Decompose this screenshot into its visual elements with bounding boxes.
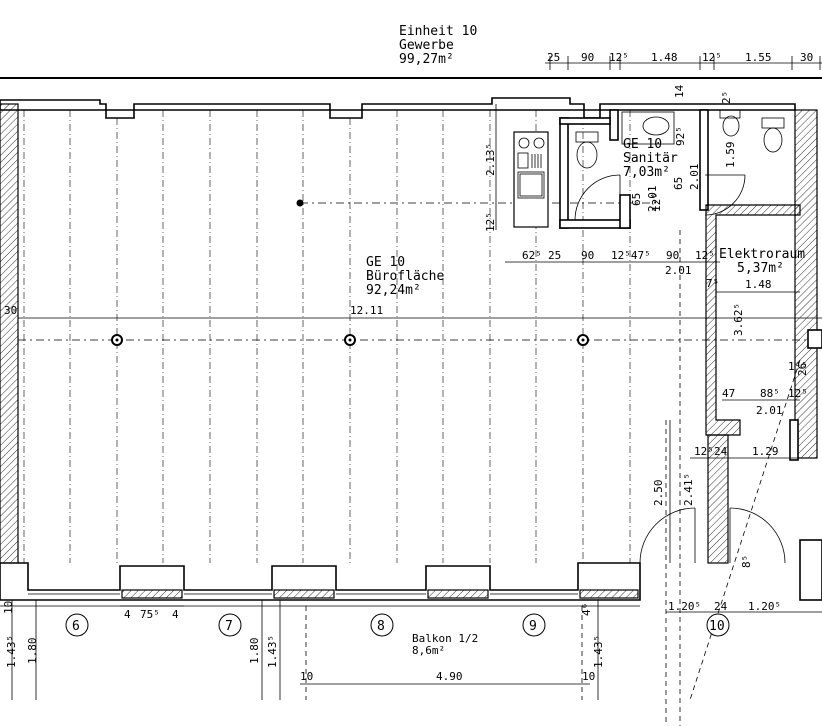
svg-text:88⁵: 88⁵ — [760, 387, 780, 400]
svg-text:4: 4 — [172, 608, 179, 621]
sanitary-type: Sanitär — [623, 151, 678, 166]
columns — [111, 334, 589, 346]
svg-text:1.43⁵: 1.43⁵ — [5, 635, 18, 668]
svg-text:30: 30 — [800, 51, 813, 64]
mid-dimension-chain: 62⁵ 25 90 12⁵47⁵ 90 12⁵ 2.01 7⁵ — [505, 249, 720, 290]
electrical-label: Elektroraum 5,37m² 1.48 — [716, 247, 805, 293]
sanitary-walls — [559, 109, 785, 229]
svg-text:1.29: 1.29 — [752, 445, 779, 458]
svg-text:24: 24 — [714, 445, 728, 458]
svg-text:2.01: 2.01 — [756, 404, 783, 417]
svg-text:90: 90 — [581, 51, 594, 64]
axis-8: 8 — [377, 619, 385, 634]
kitchenette — [513, 131, 549, 228]
office-name: GE 10 — [366, 255, 405, 270]
balcony-area: 8,6m² — [412, 644, 445, 657]
floor-grid — [23, 110, 631, 563]
svg-text:10: 10 — [2, 601, 15, 614]
unit-area: 99,27m² — [399, 52, 454, 67]
axis-9: 9 — [529, 619, 537, 634]
svg-text:3.62⁵: 3.62⁵ — [732, 303, 745, 336]
svg-text:25: 25 — [548, 249, 561, 262]
svg-text:2.41⁵: 2.41⁵ — [682, 473, 695, 506]
sanitary-label: GE 10 Sanitär 7,03m² — [623, 137, 678, 180]
svg-text:1.43⁵: 1.43⁵ — [592, 635, 605, 668]
svg-text:25: 25 — [547, 51, 560, 64]
svg-text:75⁵: 75⁵ — [140, 608, 160, 621]
unit-label: Einheit 10 — [399, 24, 477, 39]
left-wall — [0, 103, 19, 567]
svg-text:62⁵: 62⁵ — [522, 249, 542, 262]
svg-text:2.01: 2.01 — [688, 164, 701, 191]
svg-text:12⁵47⁵: 12⁵47⁵ — [611, 249, 651, 262]
outer-walls — [0, 97, 796, 601]
svg-text:10: 10 — [300, 670, 313, 683]
left-30-dimension: 30 — [4, 304, 17, 317]
svg-text:12⁵: 12⁵ — [788, 387, 808, 400]
svg-text:12⁵: 12⁵ — [694, 445, 714, 458]
svg-text:12⁵: 12⁵ — [695, 249, 715, 262]
svg-text:1.20⁵: 1.20⁵ — [668, 600, 701, 613]
office-area: 92,24m² — [366, 283, 421, 298]
svg-text:1.48: 1.48 — [651, 51, 678, 64]
sanitary-area: 7,03m² — [623, 165, 670, 180]
svg-text:7⁵: 7⁵ — [706, 277, 719, 290]
svg-text:65: 65 — [672, 177, 685, 190]
corridor-dimensions: 12⁵ 24 1.29 2.50 2.41⁵ 8⁵ — [652, 420, 800, 568]
sanitary-name: GE 10 — [623, 137, 662, 152]
svg-text:12⁵: 12⁵ — [702, 51, 722, 64]
electrical-dimensions: 3.62⁵ 47 88⁵ 12⁵ 2.01 1⁴⁵ 26 — [722, 303, 809, 417]
svg-text:24: 24 — [714, 600, 728, 613]
kitchen-dimensions: 2.13⁵ 12⁵ 1.59 14 2⁵ — [484, 84, 737, 232]
svg-text:2.01: 2.01 — [665, 264, 692, 277]
svg-text:2.01: 2.01 — [646, 186, 659, 213]
svg-text:47: 47 — [722, 387, 735, 400]
axis-7: 7 — [225, 619, 233, 634]
svg-text:1.55: 1.55 — [745, 51, 772, 64]
svg-text:65: 65 — [630, 193, 643, 206]
office-type: Bürofläche — [366, 269, 444, 284]
svg-text:4: 4 — [124, 608, 131, 621]
electrical-room — [639, 109, 822, 726]
svg-text:2.50: 2.50 — [652, 480, 665, 507]
top-dimension-chain: 25 90 12⁵ 1.48 12⁵ 1.55 30 — [545, 51, 822, 70]
svg-text:8⁵: 8⁵ — [740, 555, 753, 568]
svg-text:2⁵: 2⁵ — [720, 91, 733, 104]
svg-text:1.59: 1.59 — [724, 142, 737, 169]
svg-text:4⁶: 4⁶ — [580, 603, 593, 616]
svg-text:1.43⁵: 1.43⁵ — [266, 635, 279, 668]
electrical-width: 1.48 — [745, 278, 772, 291]
electrical-name: Elektroraum — [719, 247, 805, 262]
svg-text:92⁵: 92⁵ — [674, 126, 687, 146]
svg-text:1.80: 1.80 — [26, 638, 39, 665]
right-wall — [794, 109, 818, 459]
axis-6: 6 — [72, 619, 80, 634]
unit-header: Einheit 10 Gewerbe 99,27m² — [399, 24, 477, 67]
unit-use: Gewerbe — [399, 38, 454, 53]
corridor-wall — [707, 434, 729, 564]
svg-text:14: 14 — [673, 84, 686, 98]
electrical-area: 5,37m² — [737, 261, 784, 276]
balcony-name: Balkon 1/2 — [412, 632, 478, 645]
svg-text:1.80: 1.80 — [248, 638, 261, 665]
svg-text:26: 26 — [796, 363, 809, 376]
svg-text:12⁵: 12⁵ — [650, 192, 663, 212]
office-label: GE 10 Bürofläche 92,24m² — [366, 255, 444, 298]
svg-text:90: 90 — [581, 249, 594, 262]
svg-text:12⁵: 12⁵ — [484, 212, 497, 232]
axis-markers: 6 7 8 9 10 — [65, 613, 730, 637]
balcony-width: 4.90 — [436, 670, 463, 683]
sanitary-dimensions: 2.01 65 12⁵ 65 2.01 92⁵ — [630, 126, 701, 212]
bottom-dimensions: 4 75⁵ 4 4.90 10 10 Balkon 1/2 8,6m² 1.43… — [0, 600, 822, 700]
svg-text:10: 10 — [582, 670, 595, 683]
svg-text:1⁴⁵: 1⁴⁵ — [788, 360, 808, 373]
svg-text:90: 90 — [666, 249, 679, 262]
svg-text:2.13⁵: 2.13⁵ — [484, 143, 497, 176]
axis-10: 10 — [709, 619, 725, 634]
span-dimension: 12.11 — [350, 304, 383, 317]
axis-point — [296, 199, 304, 207]
svg-text:12⁵: 12⁵ — [609, 51, 629, 64]
svg-text:1.20⁵: 1.20⁵ — [748, 600, 781, 613]
